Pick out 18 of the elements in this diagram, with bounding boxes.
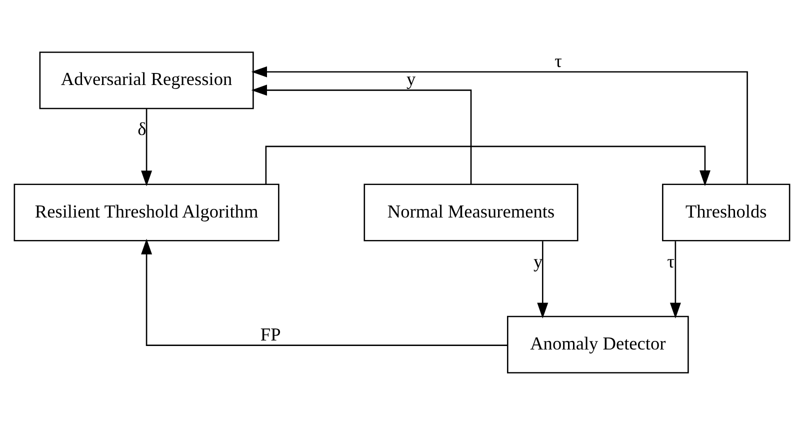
node-box: Resilient Threshold Algorithm <box>14 184 280 242</box>
arrow <box>265 146 710 186</box>
node-box: Thresholds <box>662 184 790 242</box>
arrow <box>251 84 472 184</box>
node-box: Normal Measurements <box>364 184 578 242</box>
edge-label: y <box>406 69 416 90</box>
node-box: Anomaly Detector <box>507 316 689 374</box>
arrow <box>251 66 748 184</box>
edge-label: FP <box>260 324 281 344</box>
edge-label: y <box>533 251 543 272</box>
arrow <box>141 238 508 346</box>
arrow <box>670 241 681 318</box>
arrow <box>141 109 152 186</box>
arrow <box>537 241 548 318</box>
edge-label: δ <box>138 119 146 140</box>
node-box: Adversarial Regression <box>39 52 254 110</box>
edge-label: τ <box>554 50 562 71</box>
edge-label: τ <box>667 251 675 272</box>
